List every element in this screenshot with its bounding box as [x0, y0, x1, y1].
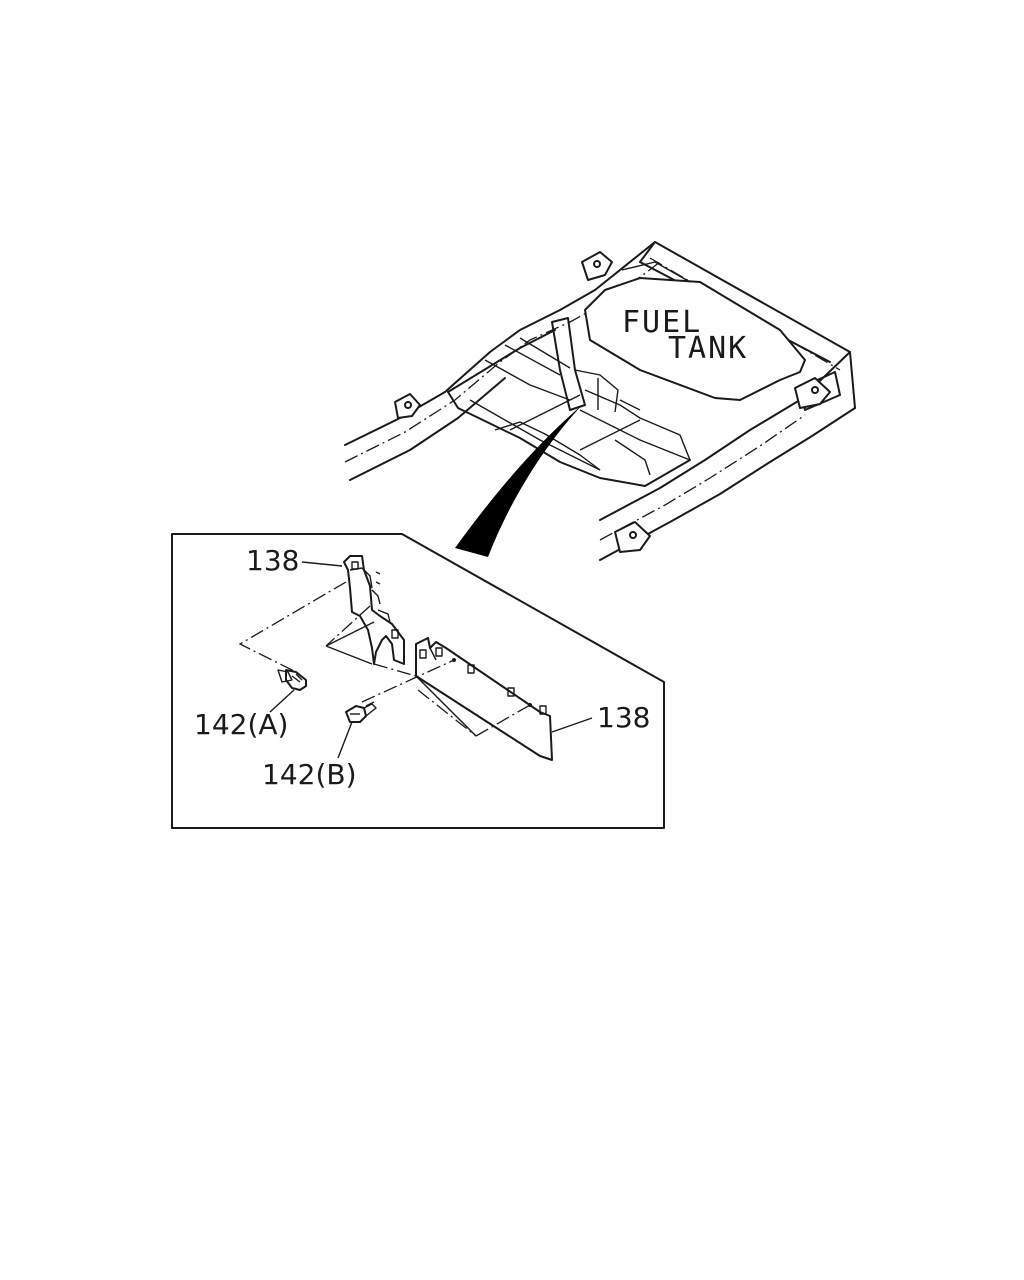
chassis-frame: [344, 241, 856, 561]
bracket-part-138-top: [343, 555, 405, 665]
leader-138-right: [551, 717, 593, 733]
bolt-142b-icon: [345, 701, 377, 723]
fuel-label: FUEL: [622, 305, 702, 340]
mount-bracket-left: [394, 393, 421, 419]
leader-142a: [269, 689, 295, 713]
leader-142b: [337, 721, 353, 759]
label-part-142a: 142(A): [194, 708, 288, 741]
tank-label: TANK: [668, 331, 748, 366]
callout-pointer: [455, 405, 582, 557]
bolt-142a-icon: [277, 669, 307, 691]
detail-parts: [238, 555, 593, 761]
label-part-142b: 142(B): [262, 758, 357, 791]
leader-138-top: [301, 561, 343, 567]
fuel-tank: FUEL TANK: [584, 261, 806, 401]
detail-box: [171, 533, 665, 829]
label-part-138-right: 138: [597, 701, 650, 734]
label-part-138-top: 138: [246, 544, 299, 577]
